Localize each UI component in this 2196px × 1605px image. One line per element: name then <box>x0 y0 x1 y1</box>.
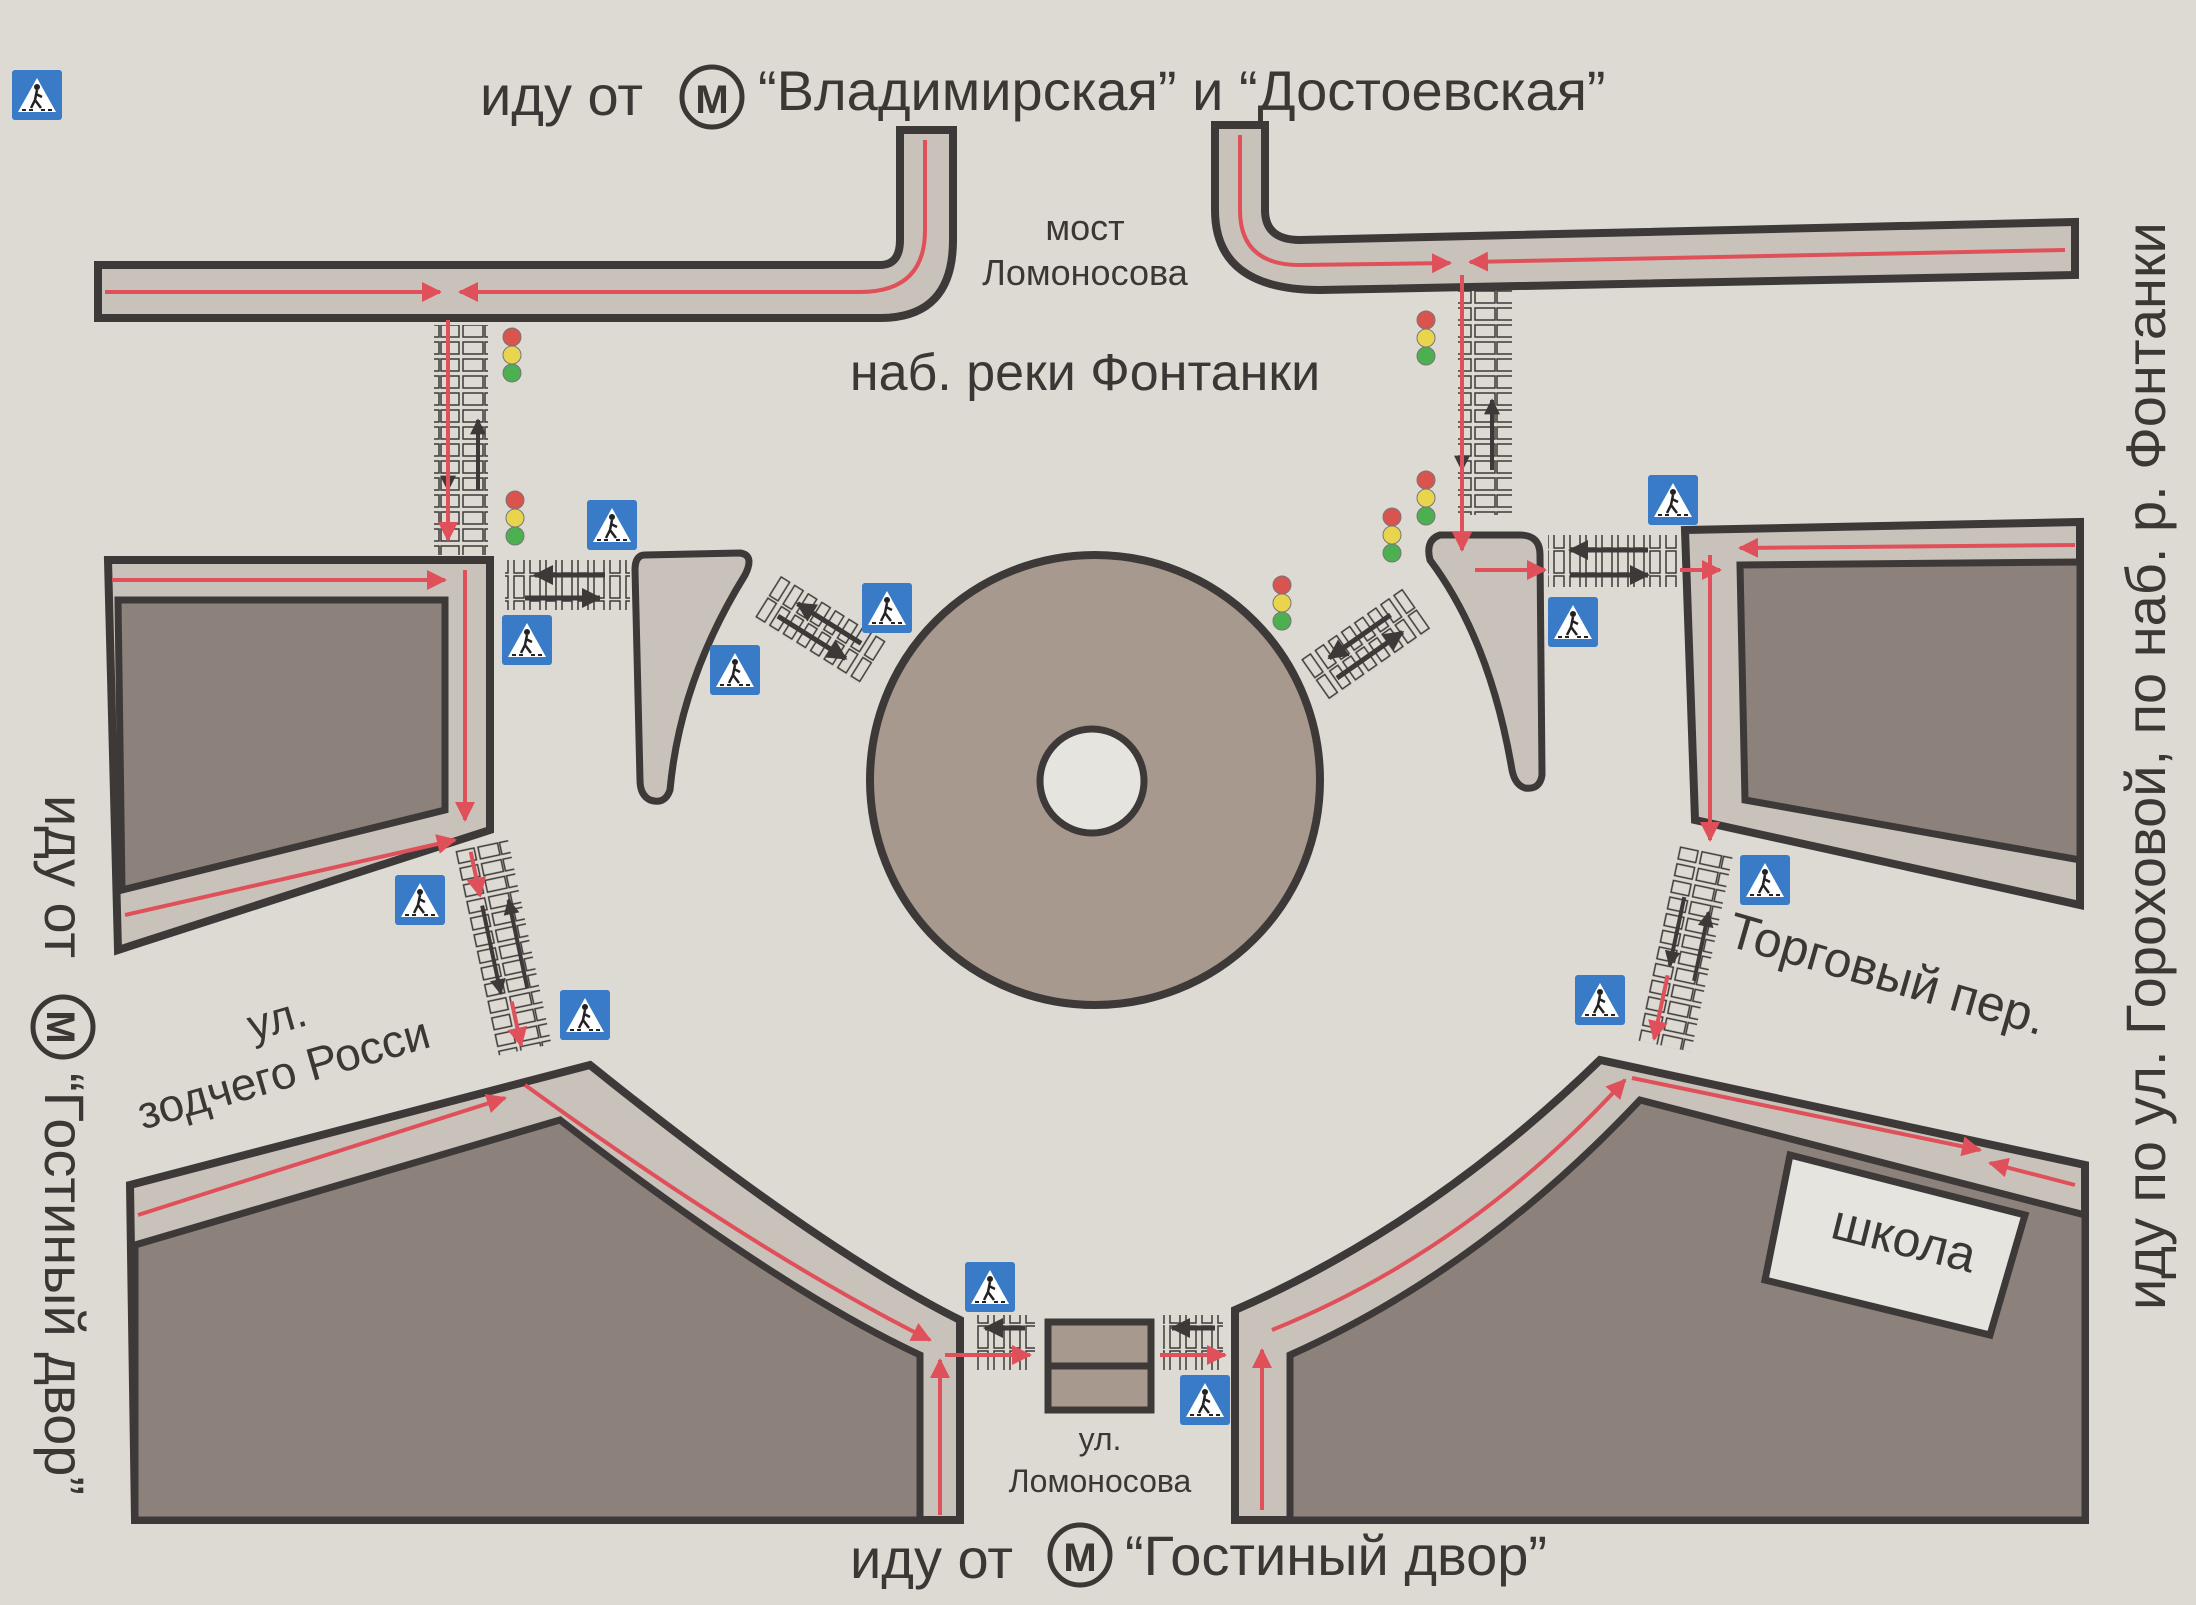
traffic-light-icon <box>1272 575 1292 631</box>
pedestrian-crossing-sign-icon <box>585 498 639 552</box>
pedestrian-crossing-sign-icon <box>1573 973 1627 1027</box>
building-right-lower <box>1231 1055 2089 1524</box>
crosswalk-torgovy <box>1638 845 1733 1052</box>
crosswalk-lomonosova-left <box>975 1315 1035 1370</box>
right-heading: иду по ул. Гороховой, по наб. р. Фонтанк… <box>2114 222 2177 1310</box>
pedestrian-crossing-sign-icon <box>1738 853 1792 907</box>
building-left-upper <box>103 556 494 956</box>
pedestrian-crossing-sign-icon <box>500 613 554 667</box>
crosswalk-right-roundabout <box>1300 588 1432 701</box>
svg-text:иду по ул. Гороховой, по наб.: иду по ул. Гороховой, по наб. р. Фонтанк… <box>2114 222 2177 1310</box>
roundabout <box>866 551 1324 1009</box>
bottom-heading: иду от M “Гостиный двор” <box>850 1522 1547 1590</box>
svg-text:иду от: иду от <box>33 795 96 958</box>
svg-text:Торговый пер.: Торговый пер. <box>1722 902 2053 1046</box>
pedestrian-crossing-sign-icon <box>860 581 914 635</box>
metro-logo-icon: M <box>679 64 745 130</box>
traffic-light-icon <box>1416 310 1436 366</box>
bottom-station-text: “Гостиный двор” <box>1125 1524 1547 1587</box>
crosswalk-left-roundabout <box>753 575 887 684</box>
traffic-island-right <box>1425 531 1546 792</box>
median-lomonosova <box>1044 1318 1155 1414</box>
traffic-light-icon <box>502 327 522 383</box>
lomonosova-label-line2: Ломоносова <box>1009 1463 1192 1499</box>
building-left-lower <box>125 1060 964 1524</box>
pedestrian-crossing-sign-icon <box>963 1260 1017 1314</box>
school-building <box>1760 1150 2030 1340</box>
top-prefix-text: иду от <box>480 64 643 127</box>
top-heading: иду от M “Владимирская” и “Достоевская” <box>480 59 1606 130</box>
svg-text:M: M <box>1063 1536 1096 1580</box>
svg-text:“Гостиный двор”: “Гостиный двор” <box>33 1073 96 1495</box>
metro-logo-icon: M <box>30 994 96 1060</box>
pedestrian-crossing-sign-icon <box>558 988 612 1042</box>
left-heading: иду от M “Гостиный двор” <box>30 795 96 1495</box>
traffic-light-icon <box>1382 507 1402 563</box>
lomonosova-label-line1: ул. <box>1079 1421 1122 1457</box>
metro-logo-icon: M <box>1047 1522 1113 1588</box>
traffic-island-left <box>631 549 753 805</box>
crosswalk-rossi <box>455 838 552 1056</box>
bridge-label-line2: Ломоносова <box>982 252 1188 293</box>
crosswalk-right-island <box>1548 535 1678 587</box>
crosswalk-lomonosova-right <box>1163 1315 1223 1370</box>
legend-pedestrian-sign-icon <box>10 68 64 122</box>
top-right-sidewalk <box>1211 121 2079 295</box>
pedestrian-crossing-sign-icon <box>1178 1373 1232 1427</box>
crosswalk-left-island <box>505 560 630 610</box>
pedestrian-crossing-sign-icon <box>1646 473 1700 527</box>
embankment-label: наб. реки Фонтанки <box>850 344 1320 402</box>
bridge-label-line1: мост <box>1045 207 1124 248</box>
building-right-upper <box>1680 517 2084 910</box>
torgovy-label: Торговый пер. <box>1722 902 2053 1046</box>
pedestrian-crossing-sign-icon <box>393 873 447 927</box>
traffic-light-icon <box>505 490 525 546</box>
traffic-light-icon <box>1416 470 1436 526</box>
pedestrian-crossing-sign-icon <box>1546 595 1600 649</box>
top-left-sidewalk <box>94 126 957 322</box>
svg-text:M: M <box>38 1010 82 1043</box>
crosswalk-top-right <box>1458 290 1512 515</box>
rossi-label: ул. зодчего Росси <box>131 987 435 1139</box>
top-stations-text: “Владимирская” и “Достоевская” <box>758 59 1606 122</box>
bottom-prefix-text: иду от <box>850 1527 1013 1590</box>
svg-text:M: M <box>695 78 728 122</box>
pedestrian-crossing-sign-icon <box>708 643 762 697</box>
